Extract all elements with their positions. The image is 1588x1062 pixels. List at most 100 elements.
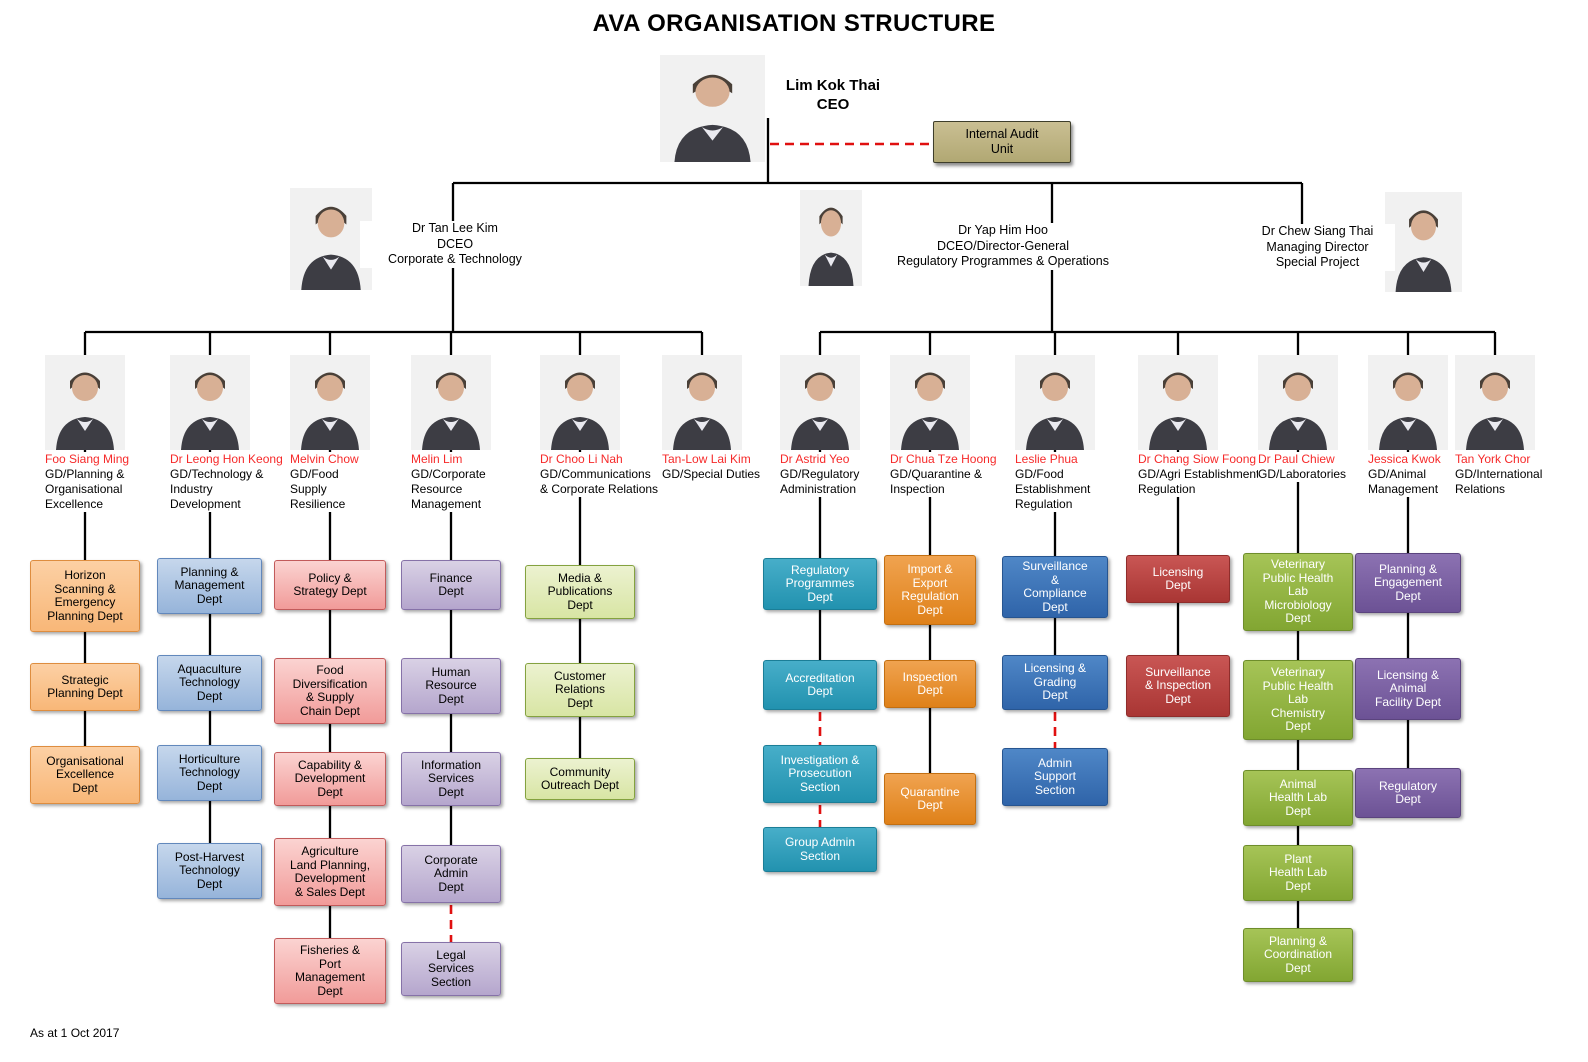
dept-box: Plant Health Lab Dept <box>1243 845 1353 901</box>
person-photo <box>1368 355 1448 450</box>
person-photo <box>1455 355 1535 450</box>
person-photo <box>170 355 250 450</box>
person-title: GD/Planning & Organisational Excellence <box>45 467 125 511</box>
dept-box: Horizon Scanning & Emergency Planning De… <box>30 560 140 632</box>
dept-box: Regulatory Dept <box>1355 768 1461 818</box>
person-title: GD/Laboratories <box>1258 467 1347 481</box>
person-title: GD/International Relations <box>1455 467 1543 496</box>
person-name: Dr Chua Tze Hoong <box>890 452 997 466</box>
person-title: GD/Agri Establishment Regulation <box>1138 467 1260 496</box>
dept-box: Food Diversification & Supply Chain Dept <box>274 658 386 724</box>
person-photo <box>1138 355 1218 450</box>
person-photo <box>780 355 860 450</box>
dept-box: Licensing & Grading Dept <box>1002 655 1108 710</box>
dept-box: Organisational Excellence Dept <box>30 746 140 804</box>
dept-box: Animal Health Lab Dept <box>1243 770 1353 826</box>
person-title: GD/Communications & Corporate Relations <box>540 467 659 496</box>
dept-box: Legal Services Section <box>401 942 501 996</box>
dept-box: Import & Export Regulation Dept <box>884 555 976 625</box>
dept-box: Customer Relations Dept <box>525 663 635 717</box>
dept-box: Human Resource Dept <box>401 658 501 714</box>
person-name: Tan-Low Lai Kim <box>662 452 751 466</box>
dept-box: Finance Dept <box>401 560 501 610</box>
person-silhouette-icon <box>660 55 765 162</box>
person-title: GD/Special Duties <box>662 467 761 481</box>
person-photo <box>290 355 370 450</box>
person-silhouette-icon <box>290 355 370 450</box>
person-photo <box>1015 355 1095 450</box>
person-name: Dr Leong Hon Keong <box>170 452 283 466</box>
person-photo <box>411 355 491 450</box>
dept-box: Surveillance & Inspection Dept <box>1126 655 1230 717</box>
person-name: Melvin Chow <box>290 452 359 466</box>
person-title: GD/Corporate Resource Management <box>411 467 486 511</box>
deputy-photo <box>290 188 372 290</box>
dept-box: Strategic Planning Dept <box>30 663 140 711</box>
deputy-photo <box>800 190 862 286</box>
dept-box: Community Outreach Dept <box>525 758 635 800</box>
person-silhouette-icon <box>170 355 250 450</box>
person-name: Leslie Phua <box>1015 452 1078 466</box>
deputy-label: Dr Yap Him Hoo DCEO/Director-General Reg… <box>878 223 1128 270</box>
person-silhouette-icon <box>1368 355 1448 450</box>
person-name: Tan York Chor <box>1455 452 1531 466</box>
person-name: Dr Chang Siow Foong <box>1138 452 1257 466</box>
person-silhouette-icon <box>1385 192 1462 292</box>
dept-box: Veterinary Public Health Lab Microbiolog… <box>1243 553 1353 631</box>
person-name: Dr Astrid Yeo <box>780 452 850 466</box>
dept-box: Capability & Development Dept <box>274 752 386 806</box>
person-silhouette-icon <box>890 355 970 450</box>
footer-note: As at 1 Oct 2017 <box>30 1026 120 1040</box>
dept-box: Post-Harvest Technology Dept <box>157 843 262 899</box>
person-silhouette-icon <box>1455 355 1535 450</box>
dept-box: Information Services Dept <box>401 752 501 806</box>
person-photo <box>540 355 620 450</box>
ceo-role: CEO <box>816 96 850 113</box>
ceo-label: Lim Kok Thai CEO <box>763 76 903 114</box>
person-name: Melin Lim <box>411 452 463 466</box>
dept-box: Investigation & Prosecution Section <box>763 745 877 803</box>
person-title: GD/Regulatory Administration <box>780 467 860 496</box>
deputy-label: Dr Chew Siang Thai Managing Director Spe… <box>1240 224 1395 271</box>
person-title: GD/Food Establishment Regulation <box>1015 467 1091 511</box>
person-title: GD/Technology & Industry Development <box>170 467 264 511</box>
person-photo <box>890 355 970 450</box>
person-silhouette-icon <box>45 355 125 450</box>
dept-box: Fisheries & Port Management Dept <box>274 938 386 1004</box>
internal-audit-unit-box: Internal Audit Unit <box>933 121 1071 163</box>
dept-box: Admin Support Section <box>1002 748 1108 806</box>
person-name: Foo Siang Ming <box>45 452 130 466</box>
dept-box: Media & Publications Dept <box>525 565 635 619</box>
person-title: GD/Animal Management <box>1368 467 1439 496</box>
person-name: Dr Paul Chiew <box>1258 452 1335 466</box>
person-silhouette-icon <box>540 355 620 450</box>
ceo-name: Lim Kok Thai <box>785 77 881 94</box>
person-silhouette-icon <box>1015 355 1095 450</box>
dept-box: Horticulture Technology Dept <box>157 745 262 801</box>
person-silhouette-icon <box>1258 355 1338 450</box>
dept-box: Licensing & Animal Facility Dept <box>1355 658 1461 720</box>
dept-box: Aquaculture Technology Dept <box>157 655 262 711</box>
dept-box: Agriculture Land Planning, Development &… <box>274 838 386 906</box>
person-name: Jessica Kwok <box>1368 452 1441 466</box>
person-silhouette-icon <box>1138 355 1218 450</box>
person-photo <box>45 355 125 450</box>
person-silhouette-icon <box>780 355 860 450</box>
dept-box: Inspection Dept <box>884 660 976 708</box>
person-silhouette-icon <box>290 188 372 290</box>
page-title: AVA ORGANISATION STRUCTURE <box>592 10 996 37</box>
dept-box: Licensing Dept <box>1126 555 1230 603</box>
dept-box: Planning & Engagement Dept <box>1355 553 1461 613</box>
person-name: Dr Choo Li Nah <box>540 452 623 466</box>
